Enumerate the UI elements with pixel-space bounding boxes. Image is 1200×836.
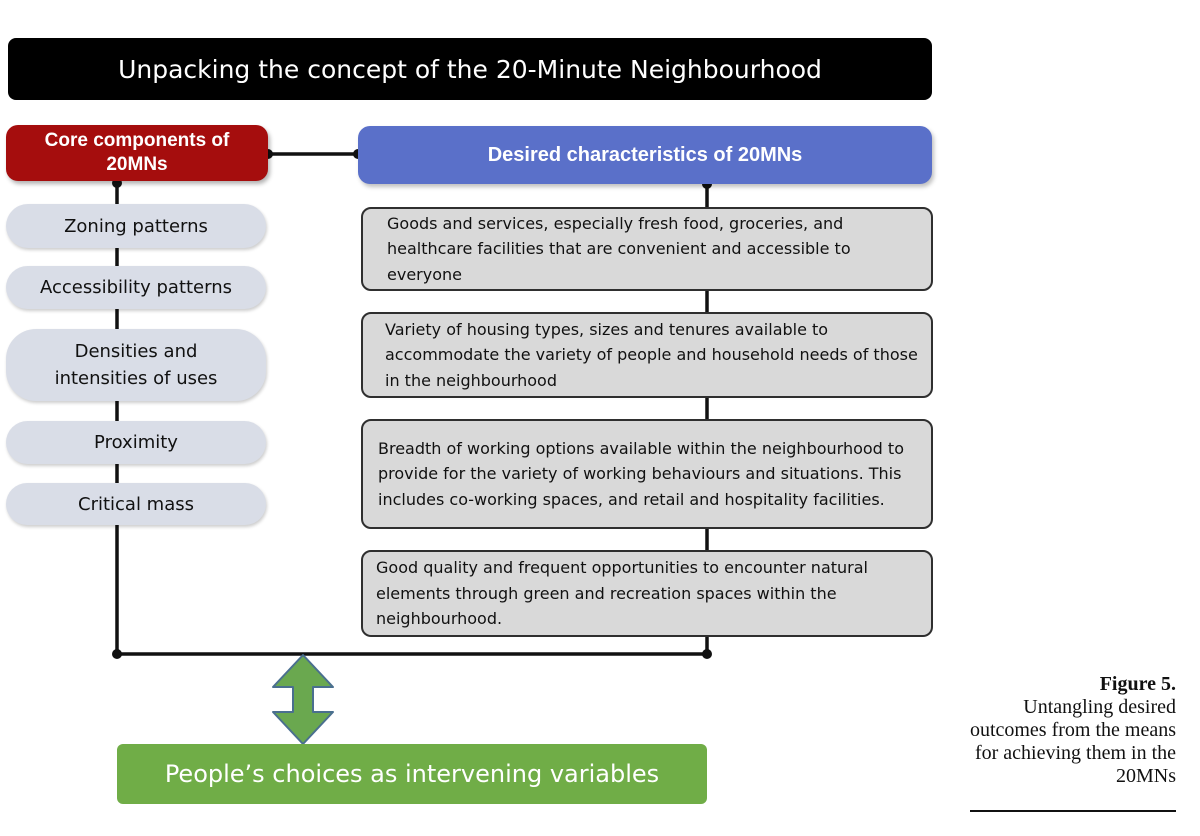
characteristic-box: Breadth of working options available wit… (361, 419, 933, 529)
core-component-pill: Zoning patterns (6, 204, 266, 248)
core-component-pill: Proximity (6, 421, 266, 464)
characteristic-box: Goods and services, especially fresh foo… (361, 207, 933, 291)
figure-caption-body: Untangling desired outcomes from the mea… (969, 696, 1176, 787)
characteristic-box: Variety of housing types, sizes and tenu… (361, 312, 933, 398)
double-arrow-icon (272, 654, 334, 745)
core-components-header: Core components of 20MNs (6, 125, 268, 181)
characteristic-box: Good quality and frequent opportunities … (361, 550, 933, 637)
caption-rule (970, 810, 1176, 812)
characteristic-text: Variety of housing types, sizes and tenu… (385, 319, 918, 390)
characteristic-text: Breadth of working options available wit… (378, 438, 904, 509)
outcome-box: People’s choices as intervening variable… (117, 744, 707, 804)
characteristic-text: Good quality and frequent opportunities … (376, 558, 868, 629)
characteristic-text: Goods and services, especially fresh foo… (387, 213, 851, 284)
core-component-pill: Densities and intensities of uses (6, 329, 266, 401)
figure-caption: Figure 5. Untangling desired outcomes fr… (960, 673, 1176, 788)
connector-dot (112, 649, 122, 659)
core-component-pill: Critical mass (6, 483, 266, 525)
desired-characteristics-header: Desired characteristics of 20MNs (358, 126, 932, 184)
core-component-pill: Accessibility patterns (6, 266, 266, 309)
page-title: Unpacking the concept of the 20-Minute N… (8, 38, 932, 100)
connector-dot (702, 649, 712, 659)
figure-caption-title: Figure 5. (1099, 673, 1176, 695)
